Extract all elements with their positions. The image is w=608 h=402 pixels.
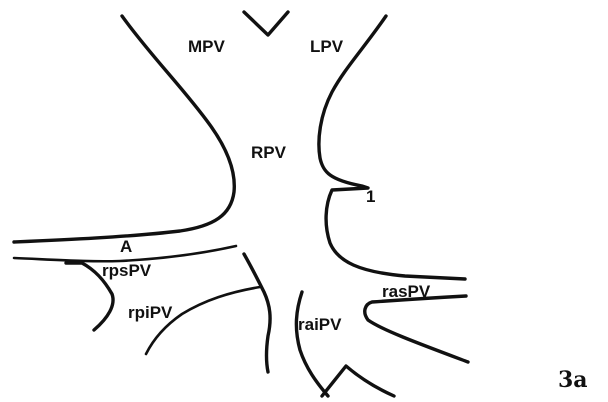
label-marker-a: A [120, 237, 132, 256]
label-raspv: rasPV [382, 282, 431, 301]
label-rpipv: rpiPV [128, 303, 173, 322]
bottom-notch-line [322, 366, 394, 396]
figure-label: 3a [558, 367, 588, 393]
central-divider-line [244, 254, 270, 372]
label-marker-1: 1 [366, 187, 375, 206]
raipv-right-wall [296, 292, 328, 396]
label-rpspv: rpsPV [102, 261, 152, 280]
raspv-branch-lower [365, 296, 468, 362]
label-lpv: LPV [310, 37, 344, 56]
top-notch-line [244, 12, 288, 35]
label-mpv: MPV [188, 37, 226, 56]
label-raipv: raiPV [298, 315, 342, 334]
label-rpv: RPV [251, 143, 287, 162]
